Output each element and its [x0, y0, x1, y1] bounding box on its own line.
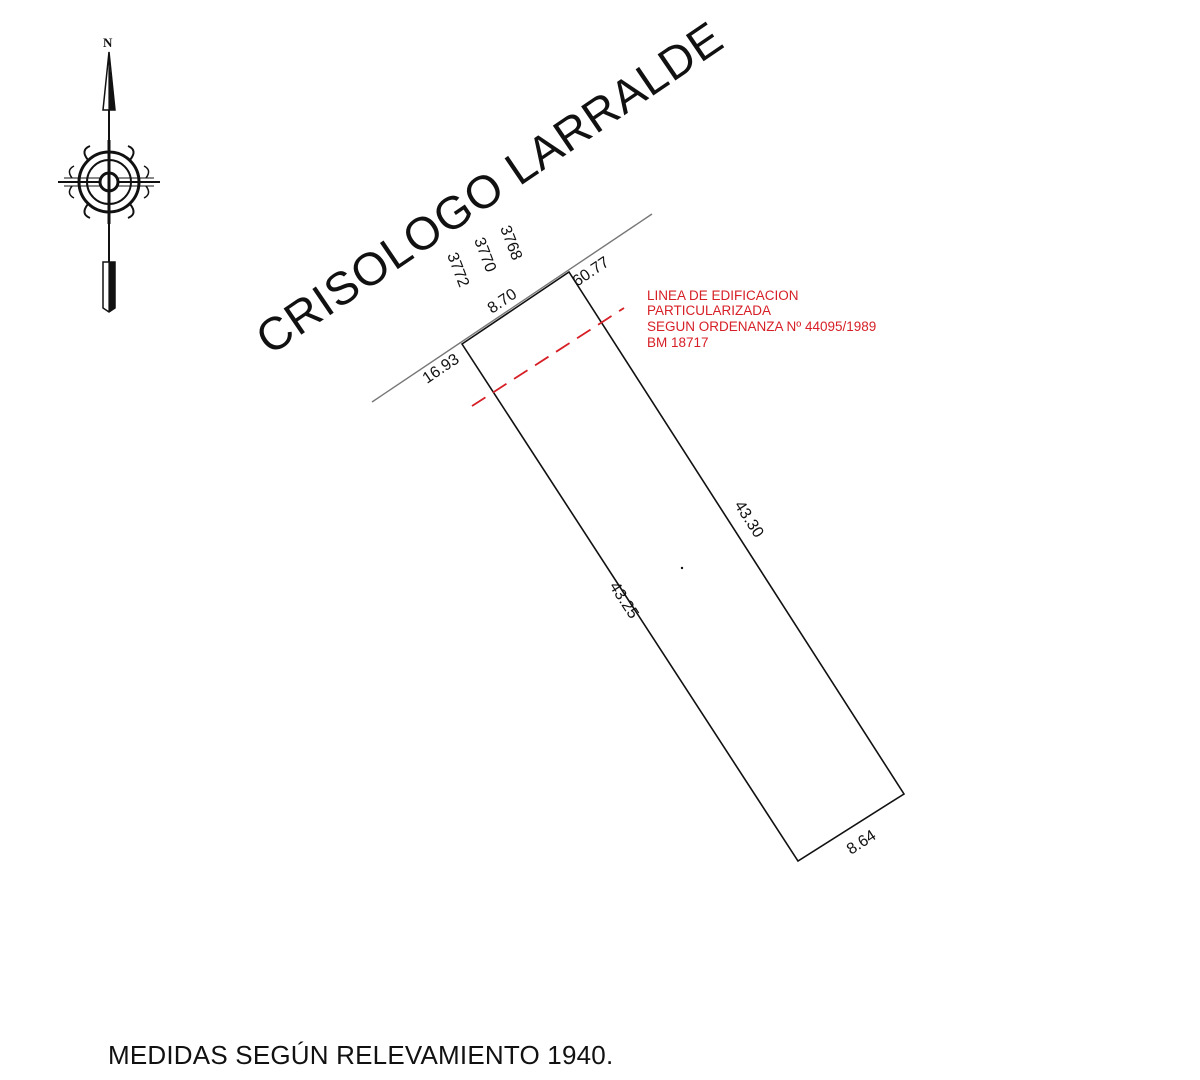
- building-line-note: LINEA DE EDIFICACION PARTICULARIZADA SEG…: [647, 288, 876, 350]
- center-mark: [680, 566, 684, 570]
- note-line-1: LINEA DE EDIFICACION: [647, 288, 799, 303]
- north-label: N: [103, 35, 113, 50]
- back-dimension: 8.64: [844, 827, 879, 858]
- note-line-3: SEGUN ORDENANZA Nº 44095/1989: [647, 319, 876, 334]
- house-number-3772: 3772: [443, 250, 472, 289]
- note-line-4: BM 18717: [647, 335, 709, 350]
- lot-outline: [460, 270, 906, 863]
- building-line: [471, 307, 625, 407]
- footer-note: MEDIDAS SEGÚN RELEVAMIENTO 1940.: [108, 1040, 614, 1070]
- house-number-3770: 3770: [470, 235, 499, 274]
- right-corner-angle: 60.77: [570, 254, 613, 291]
- right-side-dimension: 43.30: [731, 498, 767, 541]
- house-number-3768: 3768: [496, 223, 525, 262]
- compass-rose-icon: N: [58, 35, 160, 313]
- left-side-dimension: 43.25: [606, 579, 642, 622]
- note-line-2: PARTICULARIZADA: [647, 303, 771, 318]
- street-line: [371, 213, 653, 403]
- front-dimension: 8.70: [485, 286, 520, 318]
